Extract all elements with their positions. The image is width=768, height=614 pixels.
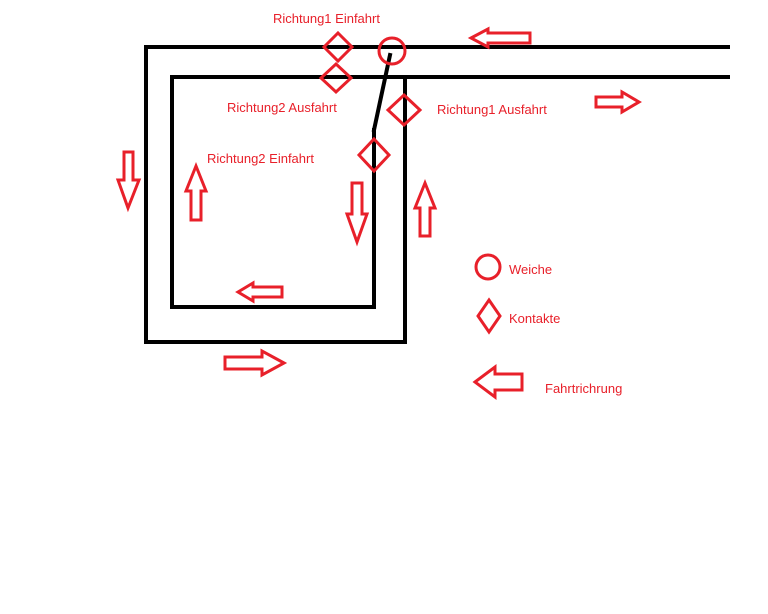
outer-track (144, 45, 730, 344)
fahrtrichtung-arrow-icon (594, 89, 642, 115)
fahrtrichtung-arrow-icon (344, 181, 370, 247)
tracks (144, 45, 730, 344)
kontakt-diamond-icon (318, 61, 354, 95)
switch-diverging-track (371, 52, 393, 133)
label-richtung1-einfahrt: Richtung1 Einfahrt (273, 11, 380, 26)
fahrtrichtung-arrow-icon (412, 178, 438, 238)
labels: Richtung1 Einfahrt Richtung2 Ausfahrt Ri… (207, 11, 547, 166)
inner-track (170, 75, 730, 309)
legend-kontakte-label: Kontakte (509, 311, 560, 326)
label-richtung2-ausfahrt: Richtung2 Ausfahrt (227, 100, 337, 115)
legend: Weiche Kontakte Fahrtrichrung (472, 253, 622, 400)
label-richtung2-einfahrt: Richtung2 Einfahrt (207, 151, 314, 166)
direction-arrows (115, 26, 642, 378)
fahrtrichtung-arrow-icon (223, 348, 288, 378)
kontakt-diamond-icon (356, 136, 392, 174)
kontakt-diamond-icon (321, 30, 355, 64)
label-richtung1-ausfahrt: Richtung1 Ausfahrt (437, 102, 547, 117)
fahrtrichtung-arrow-icon (183, 161, 209, 222)
fahrtrichtung-arrow-icon (235, 280, 284, 304)
legend-weiche-circle-icon (474, 253, 502, 281)
legend-kontakt-diamond-icon (476, 297, 502, 335)
fahrtrichtung-arrow-icon (115, 150, 142, 213)
fahrtrichtung-arrow-icon (467, 26, 532, 50)
weiche-circle-icon (377, 36, 407, 66)
contacts (318, 30, 423, 174)
legend-weiche-label: Weiche (509, 262, 552, 277)
legend-fahrtrichtung-label: Fahrtrichrung (545, 381, 622, 396)
legend-fahrtrichtung-arrow-icon (472, 364, 524, 400)
kontakt-diamond-icon (385, 92, 423, 128)
